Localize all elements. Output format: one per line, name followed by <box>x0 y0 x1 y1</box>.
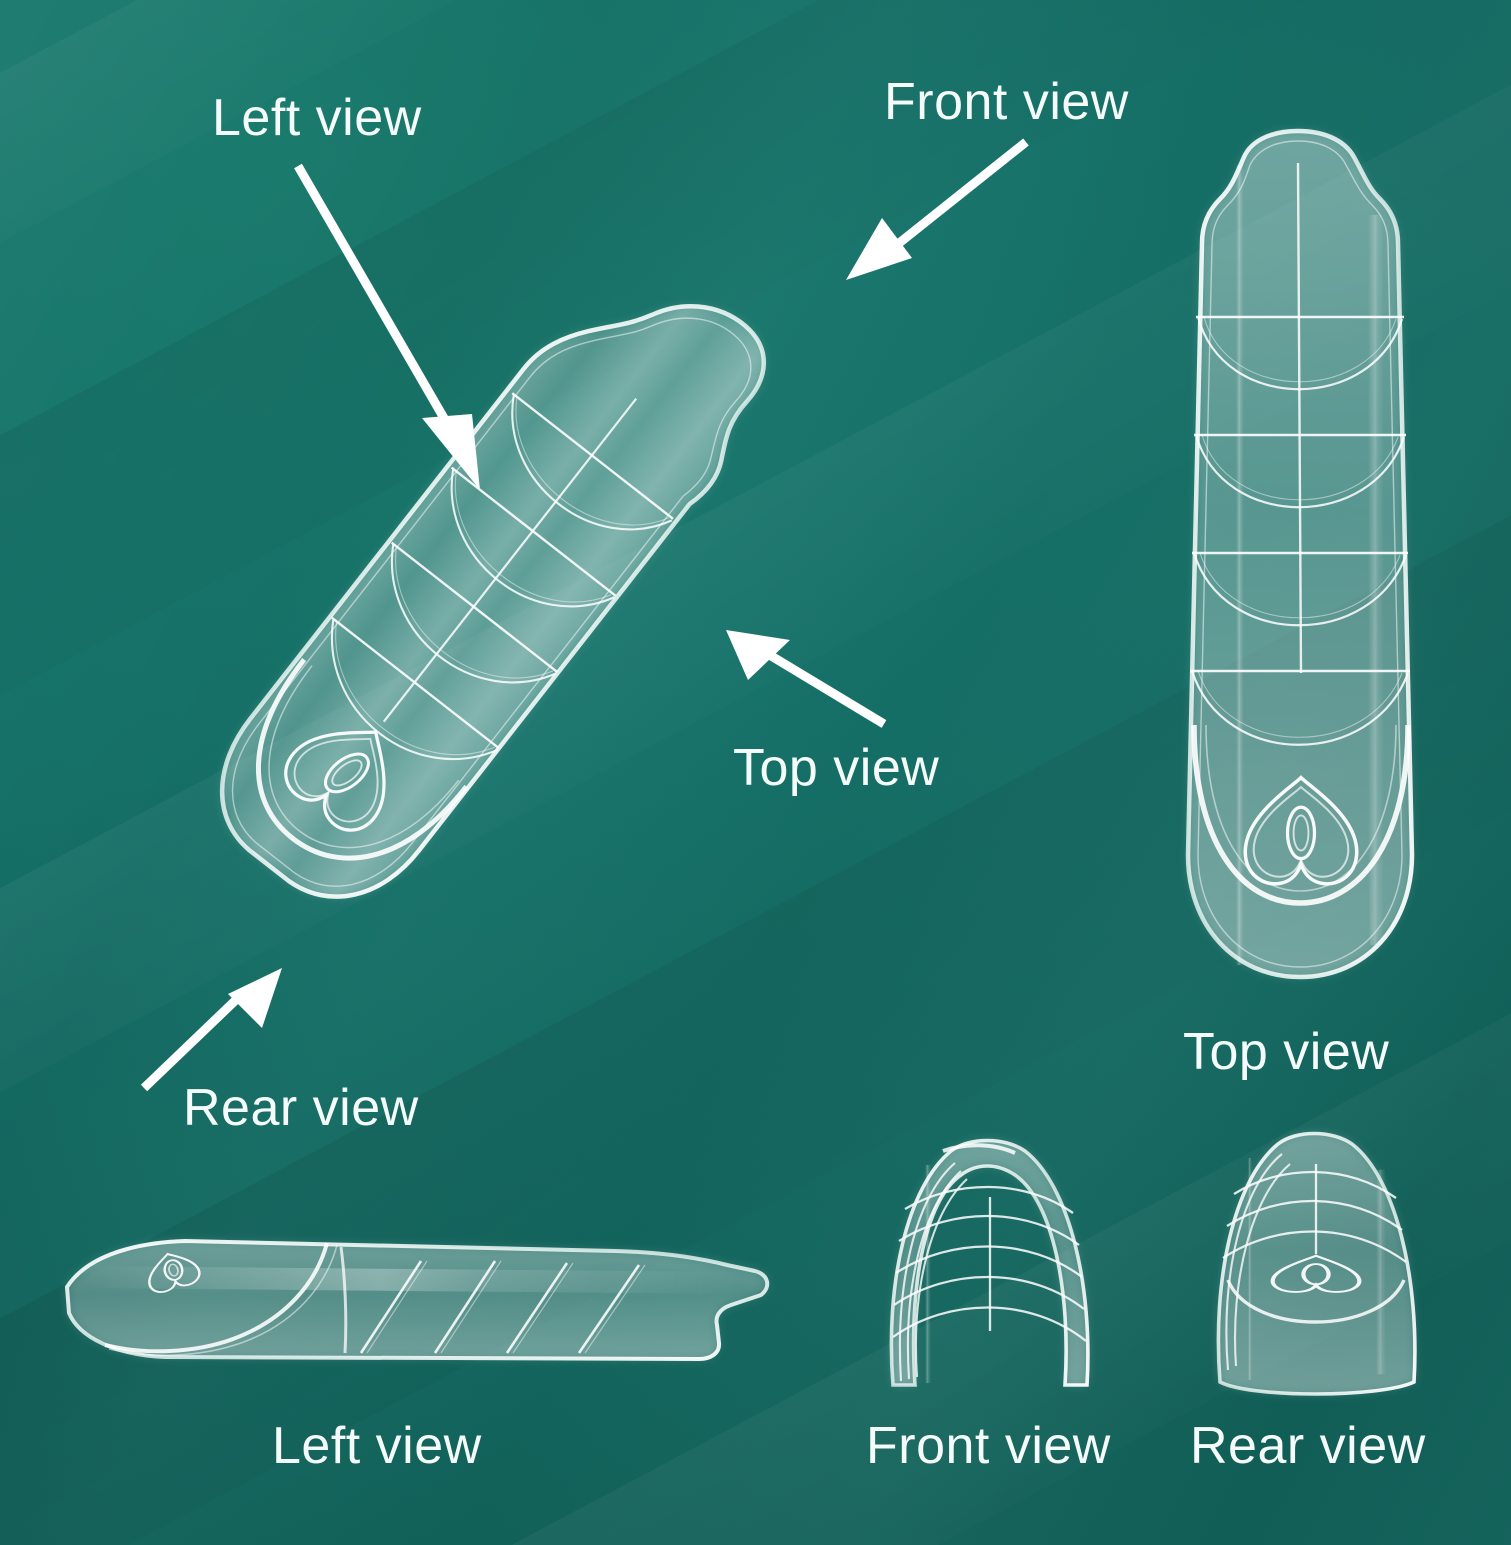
callout-arrow-front-view <box>846 138 1029 280</box>
arc-guide <box>390 543 557 684</box>
callout-arrow-left-view <box>294 163 480 490</box>
arc-guide <box>330 618 499 761</box>
heart-logo-icon <box>284 730 386 832</box>
label-front-view-top: Front view <box>884 73 1129 131</box>
callout-arrow-rear-view <box>140 968 282 1092</box>
callout-arrow-top-view <box>726 630 887 728</box>
wall-arc <box>898 1162 956 1382</box>
form-top-view <box>1140 125 1480 1015</box>
heart-logo-icon <box>1243 775 1359 886</box>
shaft-divider <box>339 1246 348 1354</box>
main-form-angled <box>110 220 910 1040</box>
form-inner-rim <box>231 317 752 887</box>
arc-guide <box>511 394 673 531</box>
specular-highlight-2 <box>1367 1169 1395 1375</box>
cuticle-arch-echo <box>268 665 460 849</box>
center-guide-line <box>1296 162 1303 674</box>
guide-line <box>390 541 558 673</box>
label-left-view-bottom: Left view <box>272 1417 482 1475</box>
label-left-view-top: Left view <box>212 89 422 147</box>
specular-highlight <box>84 1266 746 1294</box>
arc-guide <box>1192 552 1408 627</box>
guide-lines-group <box>1190 315 1410 673</box>
arc-guide <box>1194 434 1406 509</box>
label-top-view-right: Top view <box>1183 1023 1390 1081</box>
specular-highlight-2 <box>352 413 725 879</box>
specular-highlight-2 <box>1354 214 1398 946</box>
arc-guide <box>1196 316 1404 391</box>
label-top-view-mid: Top view <box>733 739 940 797</box>
guide-line <box>511 392 674 520</box>
heart-logo-icon <box>1270 1254 1362 1293</box>
arc-guides-echo <box>335 396 669 756</box>
cuticle-arch-echo <box>1205 724 1397 892</box>
label-rear-view-bottom: Rear view <box>1190 1417 1426 1475</box>
form-left-profile <box>55 1225 795 1405</box>
label-front-view-bottom: Front view <box>866 1417 1111 1475</box>
arc-guides-group <box>330 394 673 761</box>
label-rear-view-mid: Rear view <box>183 1079 419 1137</box>
cuticle-arch <box>255 658 469 861</box>
wall-arc <box>1225 1153 1283 1371</box>
top-rim-highlight <box>942 1143 1016 1155</box>
form-body <box>889 1138 1090 1387</box>
arc-guides-group <box>1190 316 1410 746</box>
form-rear-section <box>1190 1130 1440 1410</box>
arc-guide <box>1190 670 1410 746</box>
specular-highlight <box>914 1164 942 1384</box>
guide-line <box>331 616 500 750</box>
specular-highlight <box>1213 164 1267 966</box>
arc-guide <box>450 468 615 608</box>
form-front-section <box>865 1135 1115 1410</box>
guide-line <box>450 466 617 597</box>
heart-logo-icon <box>148 1252 201 1293</box>
guide-lines-group <box>331 392 674 750</box>
specular-highlight <box>1237 1157 1263 1381</box>
form-body <box>64 1238 770 1362</box>
cuticle-arch <box>1191 724 1411 906</box>
arc-guides-echo <box>1197 316 1403 738</box>
center-guide-line <box>382 397 638 723</box>
